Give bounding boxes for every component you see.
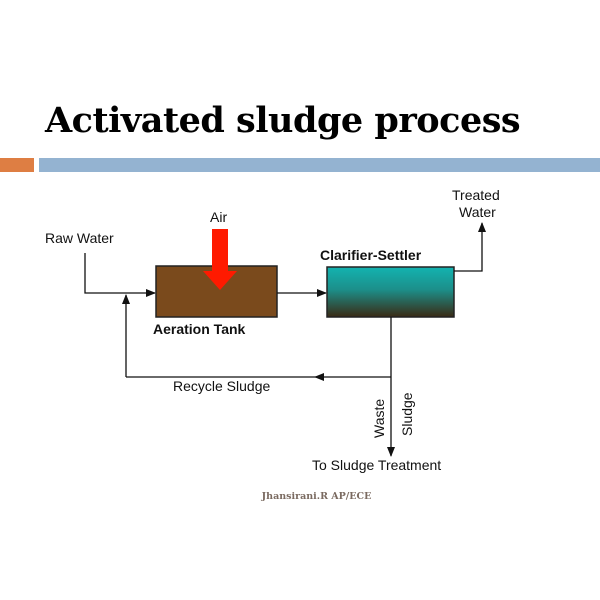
sludge-label: Sludge bbox=[399, 392, 415, 436]
air-arrow-icon bbox=[203, 229, 237, 290]
raw-water-label: Raw Water bbox=[45, 230, 114, 246]
footer-author: Jhansirani.R AP/ECE bbox=[261, 491, 372, 502]
recycle-sludge-label: Recycle Sludge bbox=[173, 378, 270, 394]
slide-title: Activated sludge process bbox=[45, 100, 521, 141]
clarifier-settler-tank bbox=[326, 266, 455, 318]
recycle-arrowhead-icon bbox=[314, 373, 324, 381]
accent-bar-orange bbox=[0, 158, 34, 172]
accent-bar-blue bbox=[39, 158, 600, 172]
treated-water-label-line2: Water bbox=[459, 204, 496, 220]
waste-label: Waste bbox=[371, 399, 387, 438]
treated-water-outflow bbox=[454, 222, 486, 272]
aeration-tank-label: Aeration Tank bbox=[153, 321, 246, 337]
air-label: Air bbox=[210, 209, 227, 225]
treated-water-label-line1: Treated bbox=[452, 187, 500, 203]
to-sludge-treatment-label: To Sludge Treatment bbox=[312, 457, 441, 473]
raw-water-inflow bbox=[84, 253, 156, 297]
clarifier-label: Clarifier-Settler bbox=[320, 247, 422, 263]
